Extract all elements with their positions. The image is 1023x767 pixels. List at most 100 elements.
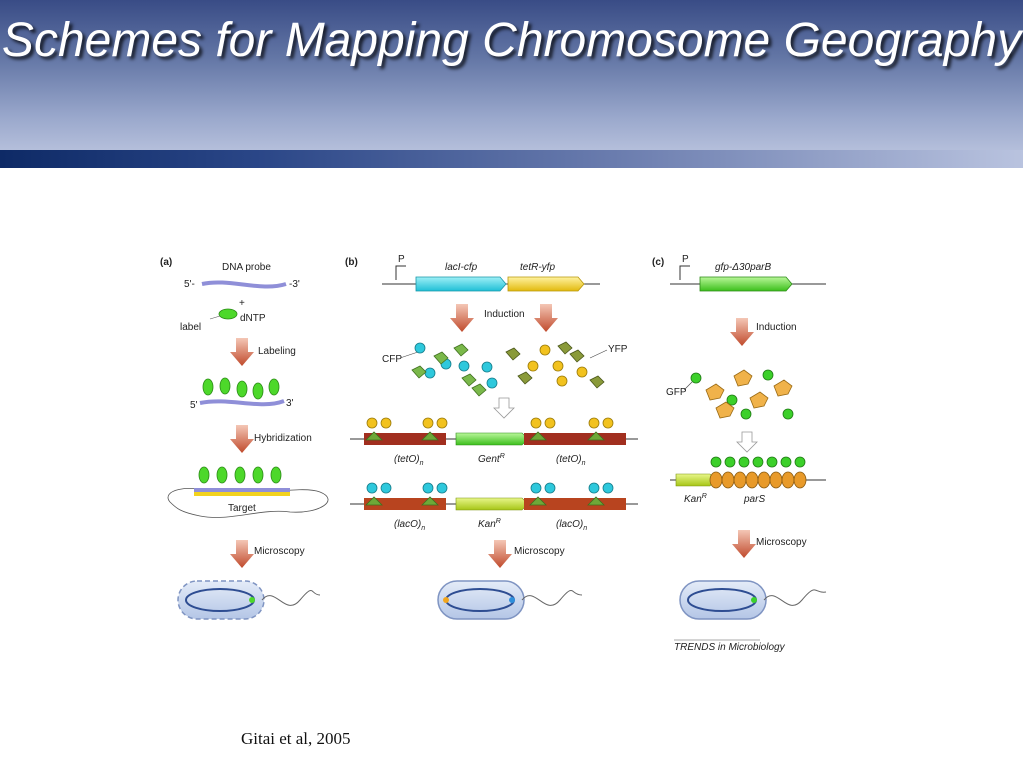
- bound-yfp: [366, 417, 378, 429]
- gfp-parb-gene: [699, 276, 793, 292]
- bound-gfp: [780, 456, 792, 468]
- plus-sign: +: [239, 298, 245, 309]
- promoter-label-c: P: [682, 254, 689, 265]
- bound-repressor: [529, 496, 547, 506]
- induction-arrow-c: [730, 318, 754, 346]
- kanr-gene-b: [455, 497, 529, 511]
- yfp-label: YFP: [608, 344, 628, 355]
- binding-arrow-c: [736, 431, 758, 453]
- probe-label-dot: [268, 378, 280, 396]
- yfp-protein: [552, 360, 564, 372]
- panel-a: (a) DNA probe 5'- -3' + dNTP label Label…: [160, 257, 329, 620]
- teto-left-label: (tetO)n: [394, 454, 424, 467]
- kanr-superscript-b: R: [496, 518, 501, 525]
- yfp-protein: [539, 344, 551, 356]
- laco-left-label: (lacO)n: [394, 519, 425, 532]
- kanr-text-c: Kan: [684, 494, 702, 505]
- kanr-label-c: KanR: [684, 493, 707, 505]
- laci-cfp-label: lacI-cfp: [445, 262, 478, 273]
- panel-b: (b) P lacI-cfp tetR-yfp Induction CFP: [345, 254, 638, 620]
- teto-right-label: (tetO)n: [556, 454, 586, 467]
- five-prime-b-label: 5': [190, 400, 198, 411]
- microscopy-arrow-c: [732, 530, 756, 558]
- repressor-shape: [471, 383, 487, 397]
- microscopy-arrow-b: [488, 540, 512, 568]
- citation: Gitai et al, 2005: [241, 729, 351, 748]
- repressor-shape: [505, 347, 521, 361]
- gfp-pointer: [683, 381, 693, 391]
- panel-c-letter: (c): [652, 257, 664, 268]
- bound-gfp: [766, 456, 778, 468]
- bound-repressor: [587, 496, 605, 506]
- microscopy-arrow-a: [230, 540, 254, 568]
- bound-cfp: [436, 482, 448, 494]
- yfp-proteins: [527, 344, 588, 387]
- five-prime-label: 5'-: [184, 279, 195, 290]
- laco-bound-cfp: [366, 482, 614, 494]
- target-label-dot: [252, 466, 264, 484]
- bound-repressor: [421, 431, 439, 441]
- binding-arrow-b: [493, 397, 515, 419]
- bound-yfp: [436, 417, 448, 429]
- parb-protein: [705, 383, 725, 401]
- bound-cfp: [544, 482, 556, 494]
- kanr-superscript-c: R: [702, 493, 707, 500]
- bound-cfp: [530, 482, 542, 494]
- laci-cfp-gene: [415, 276, 507, 292]
- dna-probe-strand: [201, 280, 287, 289]
- teto-bound-yfp: [366, 417, 614, 429]
- bound-parb: [793, 471, 807, 489]
- microscopy-label-b: Microscopy: [514, 546, 565, 557]
- journal-credit: TRENDS in Microbiology: [674, 642, 786, 653]
- bound-gfp: [752, 456, 764, 468]
- flagellum-a: [261, 590, 321, 606]
- pars-bound-gfp: [710, 456, 806, 468]
- target-label-dot: [234, 466, 246, 484]
- bound-parb: [733, 471, 747, 489]
- bound-repressor: [365, 431, 383, 441]
- induction-label-c: Induction: [756, 322, 797, 333]
- laco-left-subscript: n: [421, 525, 425, 532]
- repressor-shape: [517, 371, 533, 385]
- target-strand: [194, 492, 290, 496]
- bound-parb: [781, 471, 795, 489]
- teto-right-text: (tetO): [556, 454, 582, 465]
- foci-c: [751, 597, 757, 603]
- dna-probe-label: DNA probe: [222, 262, 271, 273]
- laco-bound-repressors: [365, 496, 605, 506]
- gentr-gene: [455, 432, 529, 446]
- promoter-label-b: P: [398, 254, 405, 265]
- title-banner: [0, 0, 1023, 168]
- teto-left-text: (tetO): [394, 454, 420, 465]
- laco-right-text: (lacO): [556, 519, 583, 530]
- labeling-label: Labeling: [258, 346, 296, 357]
- figure-svg: (a) DNA probe 5'- -3' + dNTP label Label…: [160, 254, 827, 653]
- label-molecule: [218, 308, 238, 320]
- induction-label-b: Induction: [484, 309, 525, 320]
- bound-yfp: [422, 417, 434, 429]
- tetr-repressors: [505, 341, 605, 389]
- laco-right-label: (lacO)n: [556, 519, 587, 532]
- gfp-protein: [782, 408, 794, 420]
- cfp-label: CFP: [382, 354, 402, 365]
- bound-parb: [745, 471, 759, 489]
- bound-yfp: [602, 417, 614, 429]
- panel-c: (c) P gfp-Δ30parB Induction GFP: [652, 254, 827, 653]
- target-label: Target: [228, 503, 256, 514]
- induction-arrow-b1: [450, 304, 474, 332]
- target-label-dot: [216, 466, 228, 484]
- gfp-protein: [726, 394, 738, 406]
- pars-label: parS: [743, 494, 765, 505]
- hybridization-arrow: [230, 425, 254, 453]
- parb-proteins: [705, 369, 793, 419]
- hybridization-label: Hybridization: [254, 433, 312, 444]
- teto-right-subscript: n: [582, 460, 586, 467]
- repressor-shape: [453, 343, 469, 357]
- foci-b-left: [443, 597, 449, 603]
- bound-parb: [757, 471, 771, 489]
- parb-protein: [715, 401, 735, 419]
- bound-parb: [709, 471, 723, 489]
- teto-bound-repressors: [365, 431, 605, 441]
- bound-cfp: [588, 482, 600, 494]
- microscopy-label-c: Microscopy: [756, 537, 807, 548]
